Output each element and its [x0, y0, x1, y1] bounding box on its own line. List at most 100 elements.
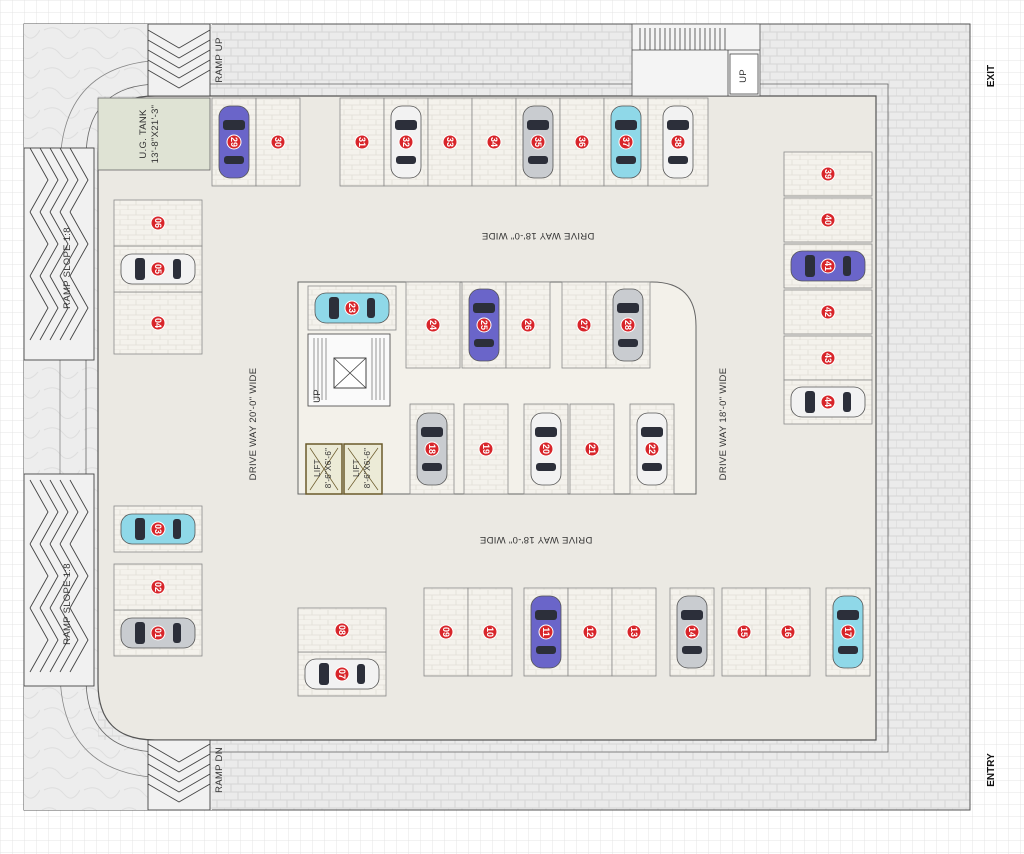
- slot-outline: [339, 97, 385, 187]
- lift-2-size: 8'-6"X6'-6": [363, 448, 372, 489]
- slot-number: 30: [273, 137, 283, 147]
- slot-number: 15: [739, 627, 749, 637]
- driveway-left-label: DRIVE WAY 20'-0" WIDE: [248, 368, 259, 481]
- slot-marker: [226, 134, 242, 150]
- parking-slot-41: 41: [783, 243, 873, 289]
- stair-up-core-label: UP: [312, 389, 323, 403]
- slot-number: 36: [577, 137, 587, 147]
- parking-slot-17: 17: [825, 587, 871, 677]
- slot-number: 05: [153, 264, 163, 274]
- slot-marker: [438, 624, 454, 640]
- slot-number: 21: [587, 444, 597, 454]
- slot-number: 22: [647, 444, 657, 454]
- slot-marker: [820, 304, 836, 320]
- slot-marker: [620, 317, 636, 333]
- slot-marker: [618, 134, 634, 150]
- slot-number: 29: [229, 137, 239, 147]
- slot-marker: [334, 622, 350, 638]
- slot-number: 09: [441, 627, 451, 637]
- slot-number: 44: [823, 397, 833, 407]
- slot-number: 27: [579, 320, 589, 330]
- parking-slot-32: 32: [383, 97, 429, 187]
- top-stair: [631, 23, 761, 97]
- ug-tank-size: 13'-8"X21'-3": [150, 105, 161, 164]
- parking-slot-07: 07: [297, 651, 387, 697]
- slot-number: 43: [823, 353, 833, 363]
- slot-marker: [442, 134, 458, 150]
- slot-marker: [150, 315, 166, 331]
- parking-slot-09: 09: [423, 587, 469, 677]
- slot-number: 31: [357, 137, 367, 147]
- slot-marker: [150, 261, 166, 277]
- slot-marker: [644, 441, 660, 457]
- parking-slot-11: 11: [523, 587, 569, 677]
- slot-marker: [486, 134, 502, 150]
- slot-marker: [582, 624, 598, 640]
- parking-slot-02: 02: [113, 563, 203, 611]
- slot-marker: [626, 624, 642, 640]
- slot-marker: [538, 441, 554, 457]
- slot-marker: [736, 624, 752, 640]
- slot-number: 23: [347, 303, 357, 313]
- parking-slot-10: 10: [467, 587, 513, 677]
- slot-marker: [424, 441, 440, 457]
- slot-marker: [820, 350, 836, 366]
- parking-slot-36: 36: [559, 97, 605, 187]
- slot-number: 04: [153, 318, 163, 328]
- slot-marker: [840, 624, 856, 640]
- parking-slot-33: 33: [427, 97, 473, 187]
- exit-label: EXIT: [986, 65, 997, 87]
- slot-outline: [113, 199, 203, 247]
- parking-slot-03: 03: [113, 505, 203, 553]
- slot-number: 13: [629, 627, 639, 637]
- slot-number: 11: [541, 627, 551, 637]
- slot-number: 25: [479, 320, 489, 330]
- slot-number: 39: [823, 169, 833, 179]
- driveway-top-label: DRIVE WAY 18'-0" WIDE: [482, 230, 595, 241]
- car-silver: [612, 288, 644, 362]
- slot-number: 38: [673, 137, 683, 147]
- parking-slot-14: 14: [669, 587, 715, 677]
- parking-slot-24: 24: [405, 281, 461, 369]
- slot-marker: [576, 317, 592, 333]
- slot-marker: [476, 317, 492, 333]
- parking-slot-16: 16: [765, 587, 811, 677]
- slot-marker: [150, 579, 166, 595]
- slot-number: 35: [533, 137, 543, 147]
- slot-number: 06: [153, 218, 163, 228]
- slot-marker: [344, 300, 360, 316]
- parking-slot-01: 01: [113, 609, 203, 657]
- slot-number: 14: [687, 627, 697, 637]
- slot-marker: [354, 134, 370, 150]
- slot-number: 33: [445, 137, 455, 147]
- parking-slot-12: 12: [567, 587, 613, 677]
- parking-slot-25: 25: [461, 281, 507, 369]
- slot-marker: [398, 134, 414, 150]
- parking-slot-06: 06: [113, 199, 203, 247]
- ug-tank: [97, 97, 211, 171]
- slot-marker: [584, 441, 600, 457]
- parking-slot-34: 34: [471, 97, 517, 187]
- slot-number: 18: [427, 444, 437, 454]
- slot-number: 34: [489, 137, 499, 147]
- ramp-slope-chevrons-top: [23, 147, 95, 361]
- parking-slot-19: 19: [463, 403, 509, 495]
- parking-slot-29: 29: [211, 97, 257, 187]
- parking-slot-28: 28: [605, 281, 651, 369]
- parking-slot-37: 37: [603, 97, 649, 187]
- slot-marker: [150, 521, 166, 537]
- slot-marker: [482, 624, 498, 640]
- ramp-down-chevrons: [147, 739, 211, 811]
- entry-label: ENTRY: [986, 753, 997, 787]
- slot-marker: [270, 134, 286, 150]
- lift-1-label: LIFT: [313, 459, 322, 477]
- parking-slot-44: 44: [783, 379, 873, 425]
- parking-slot-30: 30: [255, 97, 301, 187]
- slot-marker: [478, 441, 494, 457]
- slot-marker: [334, 666, 350, 682]
- slot-marker: [820, 258, 836, 274]
- ramp-up-chevrons: [147, 23, 211, 97]
- parking-slot-38: 38: [647, 97, 709, 187]
- ug-tank-label: U.G. TANK: [138, 109, 149, 159]
